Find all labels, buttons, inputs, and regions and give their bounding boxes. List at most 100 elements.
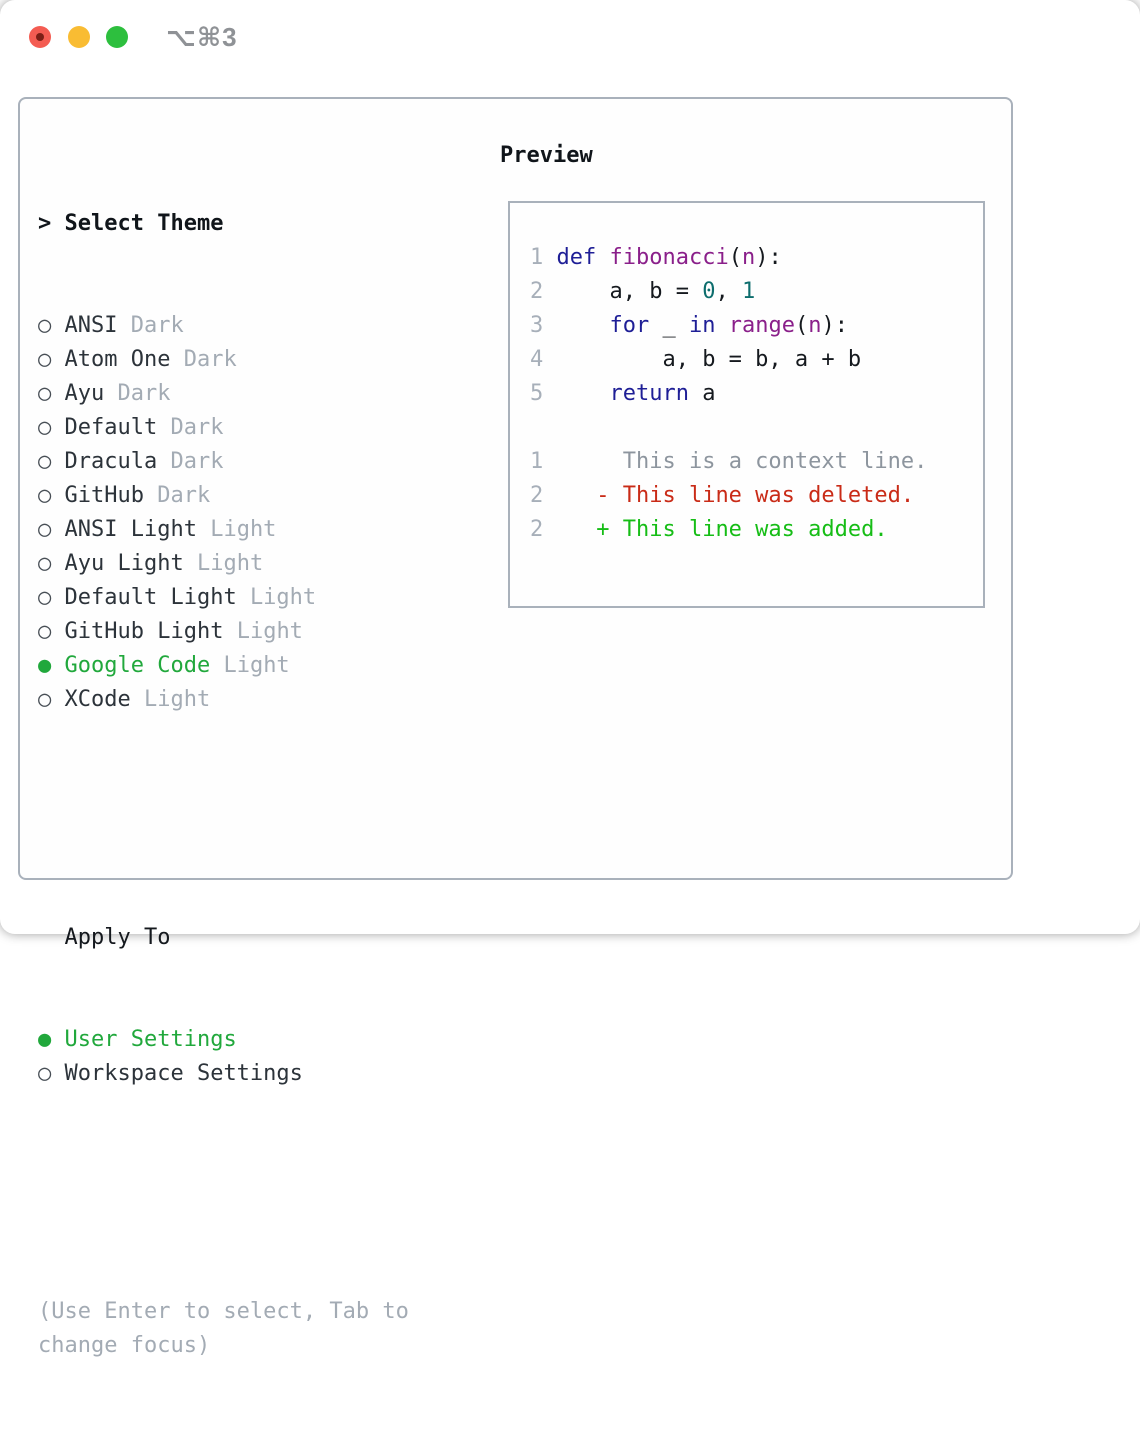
apply-to-title-label: Apply To (65, 925, 171, 950)
radio-icon: ○ (38, 415, 51, 440)
radio-icon: ○ (38, 585, 51, 610)
unsaved-dot-icon (36, 33, 44, 41)
main-panel: > Select Theme ○ ANSI Dark○ Atom One Dar… (18, 97, 1013, 880)
option-label: GitHub Light (65, 619, 224, 644)
code-segment-ln: 3 (530, 313, 557, 338)
option-label: Default Light (65, 585, 237, 610)
theme-option-ansi[interactable]: ○ ANSI Dark (38, 309, 409, 343)
theme-option-google-code[interactable]: ● Google Code Light (38, 649, 409, 683)
select-theme-title-label: Select Theme (65, 211, 224, 236)
code-segment-ln: 1 (530, 245, 557, 270)
code-segment-fn: range (729, 313, 795, 338)
option-label: Workspace Settings (65, 1061, 303, 1086)
radio-selected-icon: ● (38, 1027, 51, 1052)
preview-code: 1 def fibonacci(n): 2 a, b = 0, 1 3 for … (510, 203, 983, 547)
option-variant-label: Light (210, 517, 276, 542)
code-segment-fn: fibonacci (610, 245, 729, 270)
prompt-icon: > (38, 211, 51, 236)
radio-icon: ○ (38, 687, 51, 712)
code-segment-ctx: This is a context line. (623, 449, 928, 474)
code-segment-fn: n (808, 313, 821, 338)
option-variant-label: Dark (184, 347, 237, 372)
zoom-button[interactable] (106, 26, 128, 48)
radio-icon: ○ (38, 449, 51, 474)
code-segment-pl (715, 313, 728, 338)
option-label: User Settings (65, 1027, 237, 1052)
option-label: GitHub (65, 483, 144, 508)
option-label: Ayu (65, 381, 105, 406)
apply-option-user-settings[interactable]: ● User Settings (38, 1023, 409, 1057)
option-variant-label: Light (237, 619, 303, 644)
option-label: Google Code (65, 653, 211, 678)
radio-selected-icon: ● (38, 653, 51, 678)
radio-icon: ○ (38, 381, 51, 406)
radio-icon: ○ (38, 347, 51, 372)
code-segment-fn: n (742, 245, 755, 270)
apply-to-title: Apply To (38, 921, 409, 955)
left-column: > Select Theme ○ ANSI Dark○ Atom One Dar… (38, 139, 409, 1431)
code-segment-ln: 5 (530, 381, 557, 406)
code-segment-pl (543, 449, 622, 474)
help-line: (Use Enter to select, Tab to (38, 1295, 409, 1329)
option-label: Dracula (65, 449, 158, 474)
code-segment-pl: ( (729, 245, 742, 270)
theme-option-ayu-light[interactable]: ○ Ayu Light Light (38, 547, 409, 581)
code-segment-del: - This line was deleted. (596, 483, 914, 508)
theme-option-dracula[interactable]: ○ Dracula Dark (38, 445, 409, 479)
code-segment-pl (557, 313, 610, 338)
code-segment-kw: in (689, 313, 716, 338)
help-line: change focus) (38, 1329, 409, 1363)
theme-option-default[interactable]: ○ Default Dark (38, 411, 409, 445)
code-segment-pl: ( (795, 313, 808, 338)
radio-icon: ○ (38, 483, 51, 508)
apply-option-workspace-settings[interactable]: ○ Workspace Settings (38, 1057, 409, 1091)
titlebar: ⌥⌘3 (0, 0, 1140, 80)
option-variant-label: Light (250, 585, 316, 610)
theme-option-github-light[interactable]: ○ GitHub Light Light (38, 615, 409, 649)
code-segment-ln: 2 (530, 517, 543, 542)
option-label: ANSI Light (65, 517, 197, 542)
close-button[interactable] (29, 26, 51, 48)
code-segment-pl (557, 381, 610, 406)
code-segment-pl: , (715, 279, 742, 304)
app-window: ⌥⌘3 > Select Theme ○ ANSI Dark○ Atom One… (0, 0, 1140, 934)
theme-option-ansi-light[interactable]: ○ ANSI Light Light (38, 513, 409, 547)
code-segment-pl: ): (821, 313, 848, 338)
option-variant-label: Light (197, 551, 263, 576)
radio-icon: ○ (38, 517, 51, 542)
code-segment-pl (543, 483, 596, 508)
code-segment-pl: a, b = b, a + b (557, 347, 862, 372)
minimize-button[interactable] (68, 26, 90, 48)
option-variant-label: Dark (170, 415, 223, 440)
radio-icon: ○ (38, 1061, 51, 1086)
code-segment-pl: ): (755, 245, 782, 270)
option-variant-label: Dark (118, 381, 171, 406)
theme-option-xcode[interactable]: ○ XCode Light (38, 683, 409, 717)
code-segment-pl: a, b = (557, 279, 703, 304)
option-variant-label: Dark (131, 313, 184, 338)
radio-icon: ○ (38, 551, 51, 576)
preview-title: Preview (500, 139, 593, 173)
select-theme-title: > Select Theme (38, 207, 409, 241)
theme-option-ayu[interactable]: ○ Ayu Dark (38, 377, 409, 411)
option-label: Atom One (65, 347, 171, 372)
option-variant-label: Light (223, 653, 289, 678)
option-variant-label: Dark (157, 483, 210, 508)
code-segment-ln: 2 (530, 279, 557, 304)
option-label: Default (65, 415, 158, 440)
code-segment-kw: def (557, 245, 597, 270)
code-segment-pl (596, 245, 609, 270)
code-segment-add: + This line was added. (596, 517, 887, 542)
code-segment-num: 0 (702, 279, 715, 304)
radio-icon: ○ (38, 619, 51, 644)
theme-option-atom-one[interactable]: ○ Atom One Dark (38, 343, 409, 377)
code-segment-ln: 4 (530, 347, 557, 372)
apply-to-section: Apply To ● User Settings○ Workspace Sett… (38, 853, 409, 1159)
code-segment-kw: return (609, 381, 688, 406)
apply-to-list: ● User Settings○ Workspace Settings (38, 1023, 409, 1091)
theme-option-default-light[interactable]: ○ Default Light Light (38, 581, 409, 615)
option-variant-label: Light (144, 687, 210, 712)
option-label: XCode (65, 687, 131, 712)
theme-option-github[interactable]: ○ GitHub Dark (38, 479, 409, 513)
code-segment-ln: 1 (530, 449, 543, 474)
